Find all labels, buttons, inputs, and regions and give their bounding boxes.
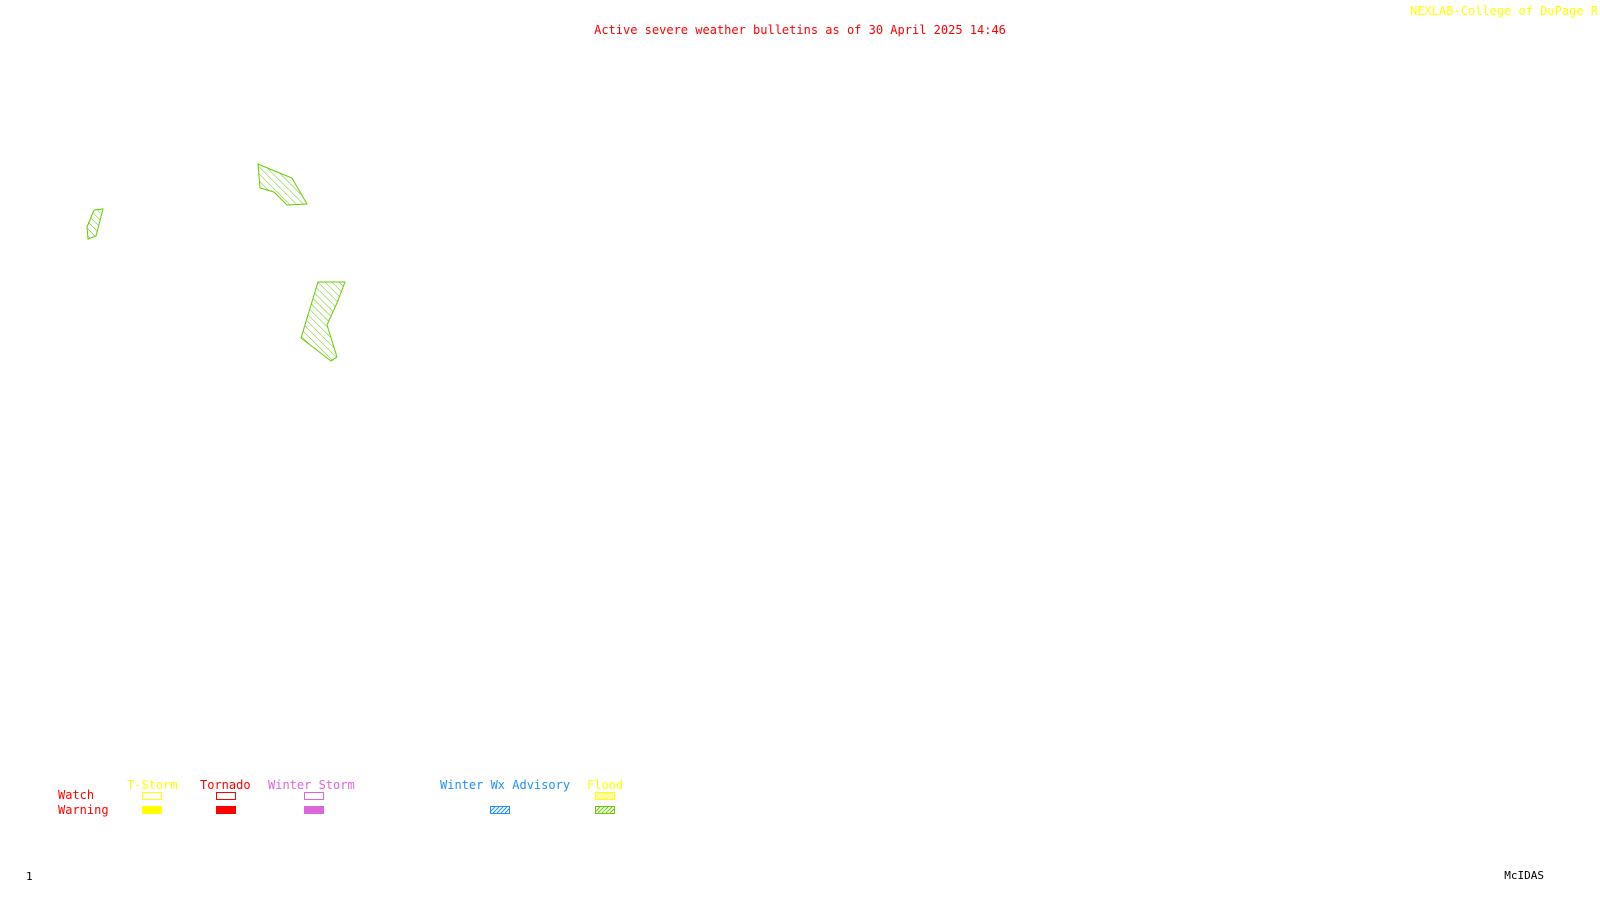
frame-number: 1 bbox=[26, 870, 33, 883]
bulletin-title: Active severe weather bulletins as of 30… bbox=[594, 23, 1006, 37]
flood-warning-polygon bbox=[257, 163, 308, 206]
legend-label-tstorm: T-Storm bbox=[127, 778, 178, 792]
legend-label-tornado: Tornado bbox=[200, 778, 251, 792]
flood-warning-polygon bbox=[86, 208, 104, 240]
legend-swatch-winter-storm-watch bbox=[304, 792, 324, 800]
legend-label-flood: Flood bbox=[587, 778, 624, 792]
legend-row-warning: Warning bbox=[58, 803, 109, 817]
legend-swatch-winter-storm-warning bbox=[304, 806, 324, 814]
legend-swatch-flood-warning bbox=[595, 806, 615, 814]
legend-label-winter-storm: Winter Storm bbox=[268, 778, 355, 792]
legend-row-watch: Watch bbox=[58, 788, 95, 802]
header-credit: NEXLAB-College of DuPage R bbox=[1410, 4, 1598, 18]
legend-swatch-flood-watch bbox=[595, 792, 615, 800]
legend-swatch-tornado-warning bbox=[216, 806, 236, 814]
legend-swatch-tornado-watch bbox=[216, 792, 236, 800]
legend-label-winter-advisory: Winter Wx Advisory bbox=[440, 778, 571, 792]
legend-swatch-tstorm-warning bbox=[142, 806, 162, 814]
legend-swatch-tstorm-watch bbox=[142, 792, 162, 800]
software-label: McIDAS bbox=[1504, 869, 1544, 882]
legend-swatch-winter-advisory bbox=[490, 806, 510, 814]
flood-warning-polygon bbox=[300, 281, 346, 362]
